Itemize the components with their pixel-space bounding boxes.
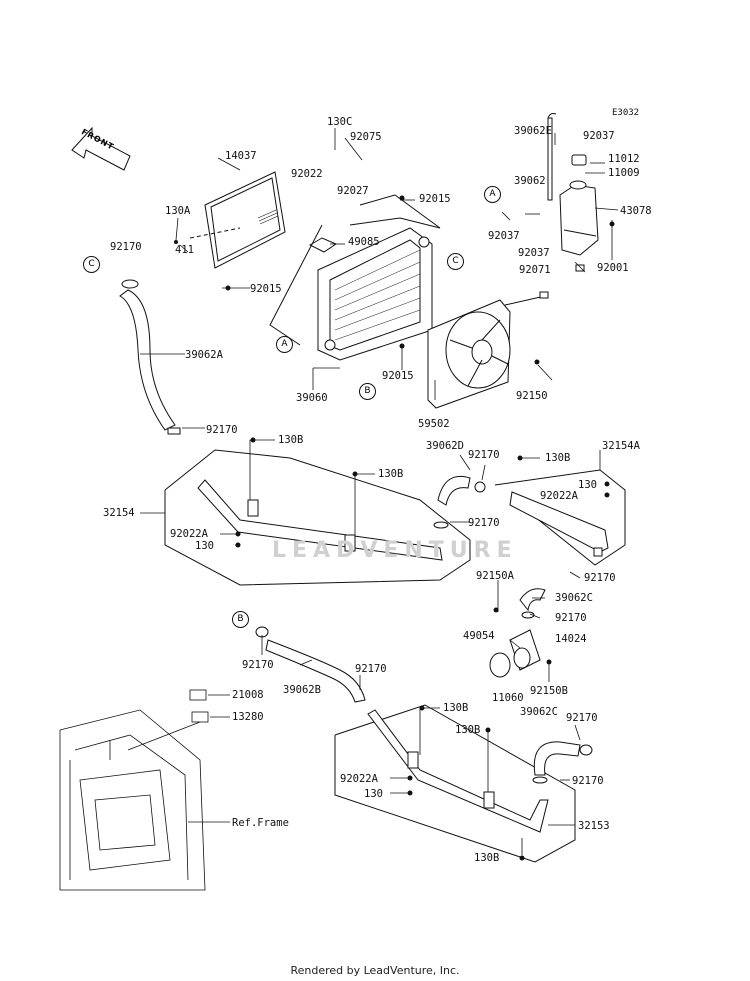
hose-39062b[interactable] bbox=[255, 626, 366, 703]
label-92037-right[interactable]: 92037 bbox=[518, 247, 550, 259]
label-92170-b[interactable]: 92170 bbox=[242, 659, 274, 671]
label-21008[interactable]: 21008 bbox=[232, 689, 264, 701]
label-92027[interactable]: 92027 bbox=[337, 185, 369, 197]
label-92170-c[interactable]: 92170 bbox=[110, 241, 142, 253]
callout-c-left: C bbox=[83, 256, 100, 273]
callout-c-right: C bbox=[447, 253, 464, 270]
label-14037[interactable]: 14037 bbox=[225, 150, 257, 162]
label-92022a-2[interactable]: 92022A bbox=[540, 490, 578, 502]
label-92170-b2[interactable]: 92170 bbox=[355, 663, 387, 675]
label-11009[interactable]: 11009 bbox=[608, 167, 640, 179]
label-130b-6[interactable]: 130B bbox=[474, 852, 500, 864]
callout-b-top: B bbox=[359, 383, 376, 400]
label-92022a-3[interactable]: 92022A bbox=[340, 773, 378, 785]
label-130a[interactable]: 130A bbox=[165, 205, 191, 217]
label-92071[interactable]: 92071 bbox=[519, 264, 551, 276]
label-130b-5[interactable]: 130B bbox=[455, 724, 481, 736]
reservoir-tank[interactable] bbox=[547, 113, 599, 272]
label-39062c-2[interactable]: 39062C bbox=[520, 706, 558, 718]
fastener-dots bbox=[174, 195, 615, 861]
label-49054[interactable]: 49054 bbox=[463, 630, 495, 642]
label-92170-l2[interactable]: 92170 bbox=[572, 775, 604, 787]
label-49085[interactable]: 49085 bbox=[348, 236, 380, 248]
watermark: LEADVENTURE bbox=[272, 538, 518, 563]
label-14024[interactable]: 14024 bbox=[555, 633, 587, 645]
label-130-2[interactable]: 130 bbox=[578, 479, 597, 491]
pipe-32154a[interactable] bbox=[494, 469, 626, 566]
label-130c[interactable]: 130C bbox=[327, 116, 353, 128]
label-39062a[interactable]: 39062A bbox=[185, 349, 223, 361]
label-13280[interactable]: 13280 bbox=[232, 711, 264, 723]
hose-39062c-lower[interactable] bbox=[532, 741, 593, 784]
label-39062d[interactable]: 39062D bbox=[426, 440, 464, 452]
label-92170-l1[interactable]: 92170 bbox=[566, 712, 598, 724]
label-39062[interactable]: 39062 bbox=[514, 175, 546, 187]
label-11060[interactable]: 11060 bbox=[492, 692, 524, 704]
label-92170-r2[interactable]: 92170 bbox=[555, 612, 587, 624]
label-130-3[interactable]: 130 bbox=[364, 788, 383, 800]
diagram-code: E3032 bbox=[612, 108, 640, 118]
label-411[interactable]: 411 bbox=[175, 244, 194, 256]
label-130b-4[interactable]: 130B bbox=[443, 702, 469, 714]
label-43078[interactable]: 43078 bbox=[620, 205, 652, 217]
front-arrow-icon bbox=[71, 126, 131, 171]
reference-frame bbox=[59, 689, 209, 891]
label-32153[interactable]: 32153 bbox=[578, 820, 610, 832]
label-92170-r1[interactable]: 92170 bbox=[584, 572, 616, 584]
label-92150b[interactable]: 92150B bbox=[530, 685, 568, 697]
label-39062c-1[interactable]: 39062C bbox=[555, 592, 593, 604]
label-92037-top[interactable]: 92037 bbox=[583, 130, 615, 142]
label-39062b[interactable]: 39062B bbox=[283, 684, 321, 696]
pipe-32154[interactable] bbox=[164, 449, 471, 586]
label-92001[interactable]: 92001 bbox=[597, 262, 629, 274]
label-92170-d1[interactable]: 92170 bbox=[468, 449, 500, 461]
label-92075[interactable]: 92075 bbox=[350, 131, 382, 143]
label-130b-2[interactable]: 130B bbox=[378, 468, 404, 480]
label-59502[interactable]: 59502 bbox=[418, 418, 450, 430]
label-32154[interactable]: 32154 bbox=[103, 507, 135, 519]
callout-a-left: A bbox=[276, 336, 293, 353]
thermostat-housing[interactable] bbox=[489, 588, 546, 678]
label-11012[interactable]: 11012 bbox=[608, 153, 640, 165]
label-ref-frame[interactable]: Ref.Frame bbox=[232, 817, 289, 829]
callout-b-bottom: B bbox=[232, 611, 249, 628]
pipe-32153[interactable] bbox=[334, 704, 576, 863]
label-92150[interactable]: 92150 bbox=[516, 390, 548, 402]
label-92015-top[interactable]: 92015 bbox=[419, 193, 451, 205]
label-130b-1[interactable]: 130B bbox=[278, 434, 304, 446]
hose-39062a[interactable] bbox=[119, 279, 181, 435]
leader-lines bbox=[127, 128, 619, 855]
footer-credit: Rendered by LeadVenture, Inc. bbox=[290, 964, 460, 977]
label-130b-3[interactable]: 130B bbox=[545, 452, 571, 464]
label-92037-left[interactable]: 92037 bbox=[488, 230, 520, 242]
label-92170-d2[interactable]: 92170 bbox=[468, 517, 500, 529]
label-92022a-1[interactable]: 92022A bbox=[170, 528, 208, 540]
label-92170-a[interactable]: 92170 bbox=[206, 424, 238, 436]
label-39062e[interactable]: 39062E bbox=[514, 125, 552, 137]
cooling-fan[interactable] bbox=[427, 291, 549, 409]
label-32154a[interactable]: 32154A bbox=[602, 440, 640, 452]
label-130-1[interactable]: 130 bbox=[195, 540, 214, 552]
callout-a-right: A bbox=[484, 186, 501, 203]
radiator-screen[interactable] bbox=[189, 171, 286, 269]
label-92150a[interactable]: 92150A bbox=[476, 570, 514, 582]
hose-39062d[interactable] bbox=[433, 475, 486, 529]
label-92015-left[interactable]: 92015 bbox=[250, 283, 282, 295]
label-92022[interactable]: 92022 bbox=[291, 168, 323, 180]
label-92015-mid[interactable]: 92015 bbox=[382, 370, 414, 382]
label-39060[interactable]: 39060 bbox=[296, 392, 328, 404]
